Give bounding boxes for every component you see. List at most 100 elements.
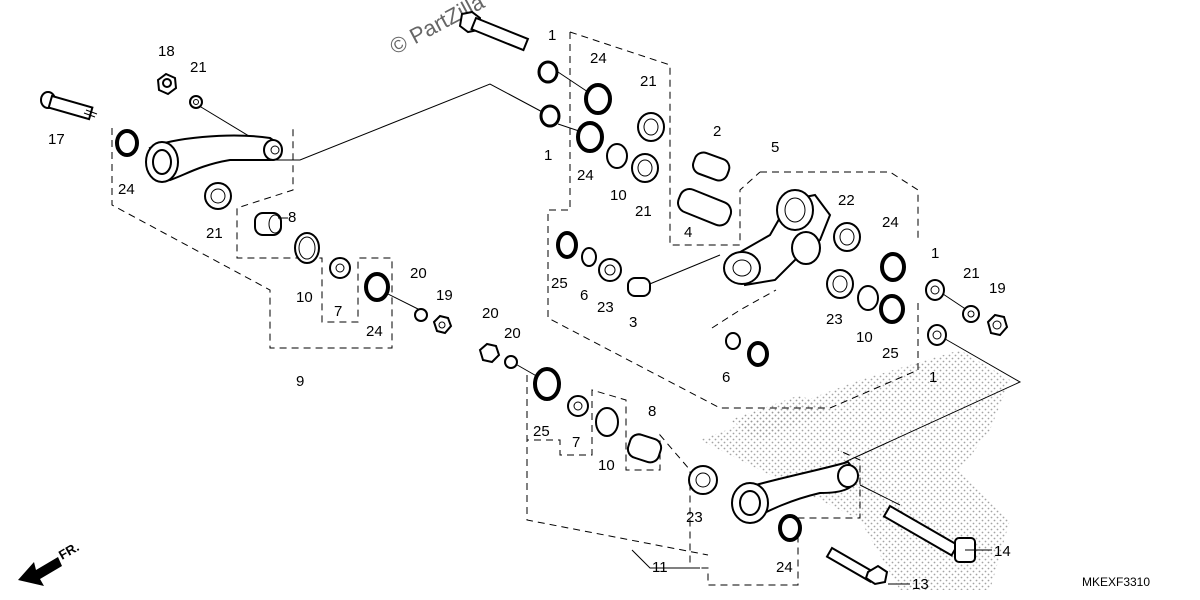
callout-21: 23: [686, 509, 703, 526]
front-arrow-icon: FR.: [18, 539, 82, 586]
link-part-5: [723, 189, 832, 287]
washer-part-1-mid: [539, 104, 561, 128]
callout-6: 6: [722, 369, 730, 386]
callout-9: 9: [296, 373, 304, 390]
bolt-part-15: [40, 91, 98, 121]
callout-19: 21: [963, 265, 980, 282]
callout-7: 7: [572, 434, 580, 451]
bearing-part-21-mid: [631, 153, 659, 183]
callout-24: 24: [577, 167, 594, 184]
front-direction-label: FR.: [56, 539, 82, 562]
callout-15: 17: [48, 131, 65, 148]
collar-part-8-left: [254, 212, 282, 236]
callout-13: 13: [912, 576, 929, 593]
seal-part-24-right-top: [880, 252, 906, 282]
bearing-part-21-right-bottom: [826, 269, 854, 299]
seal-part-24-left: [364, 272, 390, 302]
collar-part-4: [677, 188, 733, 227]
callout-8: 8: [288, 209, 296, 226]
seal-part-24-mid: [576, 121, 604, 153]
callout-21: 21: [206, 225, 223, 242]
assembly-boundaries: [111, 31, 919, 586]
washer-part-20-left: [414, 308, 428, 322]
callout-23: 24: [776, 559, 793, 576]
collar-part-3: [627, 277, 651, 297]
callout-10: 10: [856, 329, 873, 346]
callout-4: 4: [684, 224, 692, 241]
washer-part-1-right-bottom: [927, 324, 947, 346]
callout-1: 1: [931, 245, 939, 262]
seal-part-25-bottom: [747, 341, 769, 367]
callout-21: 22: [838, 192, 855, 209]
callout-24: 24: [882, 214, 899, 231]
callout-5: 5: [771, 139, 779, 156]
callout-ticks: [278, 217, 992, 585]
connecting-rod-left: [145, 134, 283, 183]
washer-part-1-right-top: [925, 279, 945, 301]
callout-16: 18: [158, 43, 175, 60]
seal-part-25-left: [556, 231, 578, 259]
callout-24: 24: [366, 323, 383, 340]
callout-17: 20: [482, 305, 499, 322]
connecting-rod-lower: [731, 460, 860, 524]
callout-1: 1: [548, 27, 556, 44]
bolt-top: [458, 10, 530, 52]
callout-14: 14: [994, 543, 1011, 560]
callout-20: 20: [410, 265, 427, 282]
callout-10: 10: [610, 187, 627, 204]
nut-part-17-lower: [478, 342, 501, 364]
washer-part-7-lower: [567, 395, 589, 417]
washer-part-7-left: [329, 257, 351, 279]
bearing-part-21-left: [204, 182, 232, 210]
callout-1: 1: [929, 369, 937, 386]
callout-3: 3: [629, 314, 637, 331]
callout-1: 1: [544, 147, 552, 164]
callout-8: 8: [648, 403, 656, 420]
shading-region-small: [730, 395, 830, 440]
callout-25: 25: [551, 275, 568, 292]
callout-24: 25: [882, 345, 899, 362]
callout-10: 10: [598, 457, 615, 474]
callout-2: 2: [713, 123, 721, 140]
seal-part-23-left: [115, 129, 139, 157]
diagram-code: MKEXF3310: [1082, 575, 1150, 589]
collar-part-2: [692, 151, 731, 182]
seal-part-24-lower: [533, 367, 561, 401]
washer-part-18: [189, 95, 203, 109]
callout-21: 21: [640, 73, 657, 90]
callout-24: 25: [533, 423, 550, 440]
washer-part-19: [962, 305, 980, 323]
callout-10: 10: [296, 289, 313, 306]
washer-part-20-lower: [504, 355, 518, 369]
bolt-part-13: [825, 546, 889, 586]
callout-21: 23: [826, 311, 843, 328]
oring-part-10-lower: [595, 407, 619, 437]
seal-part-24-top: [584, 83, 612, 115]
callout-labels: 17 18 21 24 21 8 10 7 24 20 19 9 1 24 21…: [48, 27, 1011, 593]
callout-21: 21: [635, 203, 652, 220]
callout-6: 6: [580, 287, 588, 304]
nut-part-16: [156, 72, 178, 96]
oring-part-10-top: [606, 143, 628, 169]
oring-part-10-left: [294, 232, 320, 264]
washer-part-6-left: [581, 247, 597, 267]
washer-part-6-bottom: [725, 332, 741, 350]
collar-part-8-lower: [626, 433, 663, 464]
callout-18: 21: [190, 59, 207, 76]
callout-22: 23: [597, 299, 614, 316]
bearing-part-21-right-top: [833, 222, 861, 252]
seal-part-23-lower: [778, 514, 802, 542]
callout-23: 24: [118, 181, 135, 198]
callout-20: 20: [504, 325, 521, 342]
seal-part-24-right-bottom: [879, 294, 905, 324]
nut-part-16-right: [986, 313, 1009, 337]
washer-part-1-top: [537, 60, 559, 84]
callout-7: 7: [334, 303, 342, 320]
oring-part-10-right: [857, 285, 879, 311]
bearing-part-21-top: [637, 112, 665, 142]
callout-17: 19: [436, 287, 453, 304]
bearing-part-22: [598, 258, 622, 282]
nut-part-17-left: [432, 314, 453, 335]
bearing-part-21-lower: [688, 465, 718, 495]
